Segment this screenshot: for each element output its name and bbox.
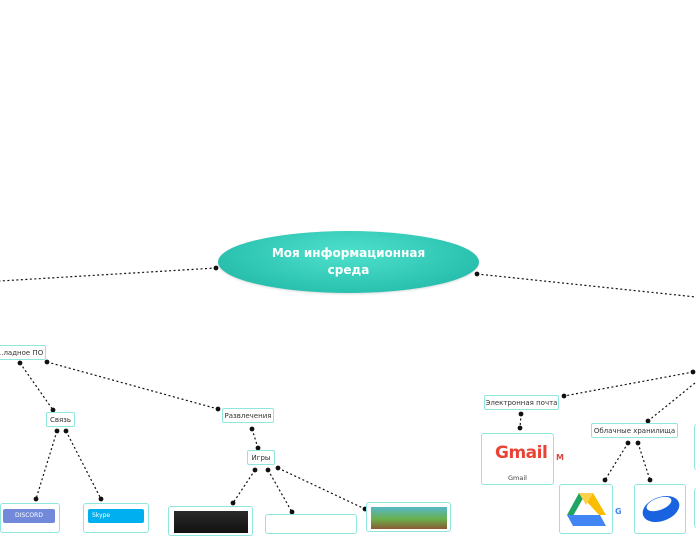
google-mini-icon: G: [615, 507, 622, 516]
game-image-1: [174, 511, 248, 533]
dot: [602, 477, 608, 483]
yandex-disk-card[interactable]: [634, 484, 686, 534]
topic-email[interactable]: Электронная почта: [484, 395, 559, 410]
connector-cloud-gdrive: [604, 442, 629, 481]
topic-software[interactable]: ...ладное ПО: [0, 345, 46, 360]
connector-communication-discord: [35, 430, 58, 500]
dot: [561, 393, 567, 399]
dot: [625, 440, 631, 446]
discord-logo: DISCORD: [3, 509, 55, 523]
topic-entertainment[interactable]: Развлечения: [222, 408, 274, 423]
dot: [690, 369, 696, 375]
dot: [635, 440, 641, 446]
connector-root-right: [476, 273, 696, 298]
dot: [33, 496, 39, 502]
offscreen-card[interactable]: [694, 424, 696, 470]
dot: [215, 406, 221, 412]
topic-communication[interactable]: Связь: [46, 412, 75, 427]
root-topic[interactable]: Моя информационная среда: [218, 231, 479, 293]
topic-games[interactable]: Игры: [247, 450, 275, 465]
dot: [289, 509, 295, 515]
connector-layer: [0, 265, 696, 515]
connector-root-left: [0, 267, 217, 282]
connector-communication-skype: [65, 430, 102, 500]
google-drive-card[interactable]: [559, 484, 613, 534]
yandex-disk-icon: [642, 495, 680, 523]
game-card-1[interactable]: [168, 506, 253, 536]
dot: [517, 425, 523, 431]
skype-card[interactable]: Skype: [83, 503, 149, 533]
dot: [255, 445, 261, 451]
game-card-3[interactable]: [366, 502, 451, 532]
discord-card[interactable]: DISCORD: [0, 503, 60, 533]
connector-cloud-yadisk: [637, 442, 651, 481]
connector-games-game3: [277, 467, 366, 510]
connector-software-communication: [19, 362, 54, 411]
dot: [275, 465, 281, 471]
connector-entertainment-games: [251, 428, 259, 449]
dot: [213, 265, 219, 271]
dot: [54, 428, 60, 434]
dot: [50, 407, 56, 413]
dot: [63, 428, 69, 434]
connector-software-entertainment: [46, 361, 219, 410]
dot: [98, 496, 104, 502]
dot: [265, 467, 271, 473]
dot: [17, 360, 23, 366]
connector-games-game2: [267, 469, 293, 513]
google-drive-icon: [567, 493, 606, 526]
gmail-logo: Gmail: [495, 443, 548, 463]
gmail-card[interactable]: Gmail Gmail: [481, 433, 554, 485]
dot: [645, 418, 651, 424]
dot: [518, 411, 524, 417]
skype-logo: Skype: [88, 509, 144, 523]
connector-games-game1: [232, 469, 256, 504]
dot: [647, 477, 653, 483]
dot: [44, 359, 50, 365]
dot: [230, 500, 236, 506]
dot: [249, 426, 255, 432]
gmail-mini-icon: M: [556, 453, 564, 462]
game-image-3: [371, 507, 447, 529]
gmail-caption: Gmail: [508, 474, 527, 482]
dot: [474, 271, 480, 277]
root-topic-label: Моя информационная среда: [271, 246, 426, 277]
connector-right-cloud: [647, 382, 696, 422]
topic-cloud[interactable]: Облачные хранилища: [591, 423, 678, 438]
gmail-logo-text: Gmail: [495, 443, 548, 463]
connector-right-email: [563, 371, 694, 397]
dot: [252, 467, 258, 473]
game-card-2[interactable]: [265, 514, 357, 534]
